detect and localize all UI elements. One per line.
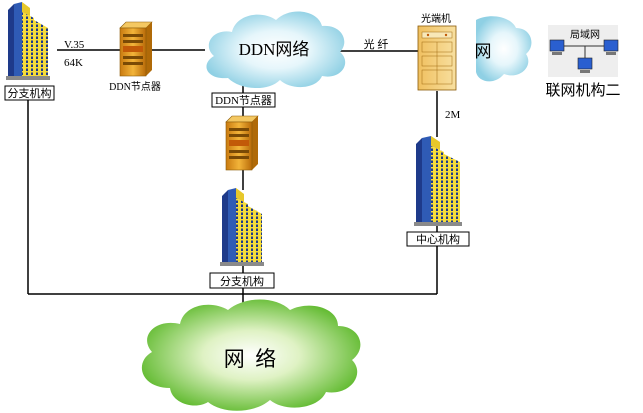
rate-2m-label: 2M bbox=[445, 109, 461, 121]
ddn-node-boxed-label: DDN节点器 bbox=[215, 94, 272, 107]
ddn-cloud: DDN网络 bbox=[206, 11, 346, 89]
partial-cloud: 网 bbox=[475, 16, 532, 82]
branch-bottom-label-box bbox=[209, 272, 275, 289]
center-label: 中心机构 bbox=[416, 232, 460, 246]
cloud-icon bbox=[476, 16, 532, 82]
ddn-node-boxed-label-box bbox=[211, 92, 276, 108]
v35-label: V.35 bbox=[64, 39, 85, 51]
optical-terminal-label: 光端机 bbox=[421, 12, 451, 25]
ddn-node-top: DDN节点器 bbox=[109, 21, 161, 93]
lan-computers-icon bbox=[549, 39, 619, 73]
branch-building-left: 分支机构 bbox=[4, 2, 55, 101]
ddn-node-server-icon bbox=[225, 115, 259, 171]
lan-group: 局域网 bbox=[548, 25, 619, 77]
cloud-icon bbox=[141, 299, 361, 411]
fiber-label: 光 纤 bbox=[364, 37, 389, 51]
center-building: 中心机构 bbox=[406, 136, 470, 247]
speed-64k-label: 64K bbox=[64, 57, 83, 69]
ddn-node-server-icon bbox=[119, 21, 153, 77]
branch-left-label: 分支机构 bbox=[8, 86, 52, 100]
branch-building-bottom: 分支机构 bbox=[209, 188, 275, 289]
ddn-cloud-label: DDN网络 bbox=[239, 40, 310, 59]
branch-bottom-label: 分支机构 bbox=[220, 274, 264, 288]
office-building-icon bbox=[6, 2, 50, 80]
branch-left-label-box bbox=[4, 85, 55, 101]
lan-label: 局域网 bbox=[570, 28, 600, 41]
cloud-icon bbox=[206, 11, 346, 89]
partial-cloud-label: 网 bbox=[475, 42, 492, 61]
ddn-node-middle bbox=[225, 115, 259, 171]
partner-two-label: 联网机构二 bbox=[545, 82, 620, 99]
office-building-icon bbox=[220, 188, 264, 266]
optical-terminal: 光端机 bbox=[417, 12, 457, 91]
optical-terminal-icon bbox=[417, 25, 457, 91]
ddn-node-top-label: DDN节点器 bbox=[109, 81, 161, 93]
bottom-cloud-label: 网 络 bbox=[224, 347, 277, 371]
office-building-icon bbox=[414, 136, 462, 226]
center-label-box bbox=[406, 231, 470, 247]
bottom-cloud: 网 络 bbox=[141, 299, 361, 411]
